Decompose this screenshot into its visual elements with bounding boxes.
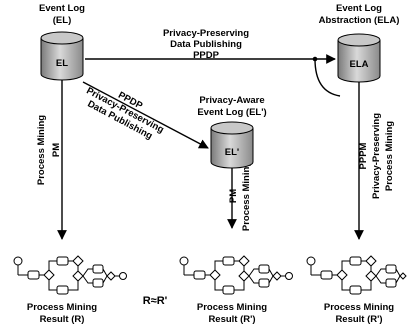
result-right-line1: Process Mining <box>324 302 394 313</box>
el-prime-label: EL' <box>225 147 239 158</box>
ppdp-top-line1: Privacy-Preserving <box>163 28 249 39</box>
pm-left-abbr: PM <box>51 143 62 157</box>
ppdp-diagonal-labels: PPDP Privacy-Preserving Data Publishing <box>84 85 165 142</box>
ela-title-line2: Abstraction (ELA) <box>319 15 400 26</box>
pppm-line2: Process Mining <box>384 121 395 191</box>
el-title-line1: Event Log <box>39 3 85 14</box>
result-right-line2: Result (R') <box>335 314 382 325</box>
ppdp-arrow-diagonal <box>82 81 209 149</box>
pppm-line1: Privacy-Preserving <box>371 113 382 199</box>
pm-middle-abbr: PM <box>228 189 239 203</box>
el-prime-cylinder: EL' <box>210 121 254 169</box>
el-title-line2: (EL) <box>53 15 71 26</box>
pm-middle-full: Process Mining <box>241 161 252 231</box>
el-cylinder: EL <box>40 31 84 81</box>
process-model-left-icon <box>13 255 127 295</box>
ppdp-top-line2: Data Publishing <box>170 39 242 50</box>
result-middle-line1: Process Mining <box>197 302 267 313</box>
junction-dot <box>312 56 318 62</box>
ela-connector-curve <box>314 58 341 97</box>
el-prime-title-line2: Event Log (EL') <box>197 107 266 118</box>
process-model-middle-icon <box>179 255 293 295</box>
ela-title-line1: Event Log <box>336 3 382 14</box>
result-left-line1: Process Mining <box>27 302 97 313</box>
pppm-abbr: PPPM <box>358 142 369 169</box>
ela-label: ELA <box>350 59 369 70</box>
el-prime-title-line1: Privacy-Aware <box>199 95 264 106</box>
ppdp-top-abbr: PPDP <box>193 50 220 61</box>
equivalence-label: R≈R' <box>143 295 168 307</box>
process-model-right-icon <box>306 255 407 295</box>
result-middle-line2: Result (R') <box>208 314 255 325</box>
pm-left-full: Process Mining <box>36 115 47 185</box>
el-label: EL <box>56 58 68 69</box>
result-left-line2: Result (R) <box>40 314 85 325</box>
ela-cylinder: ELA <box>337 33 381 83</box>
